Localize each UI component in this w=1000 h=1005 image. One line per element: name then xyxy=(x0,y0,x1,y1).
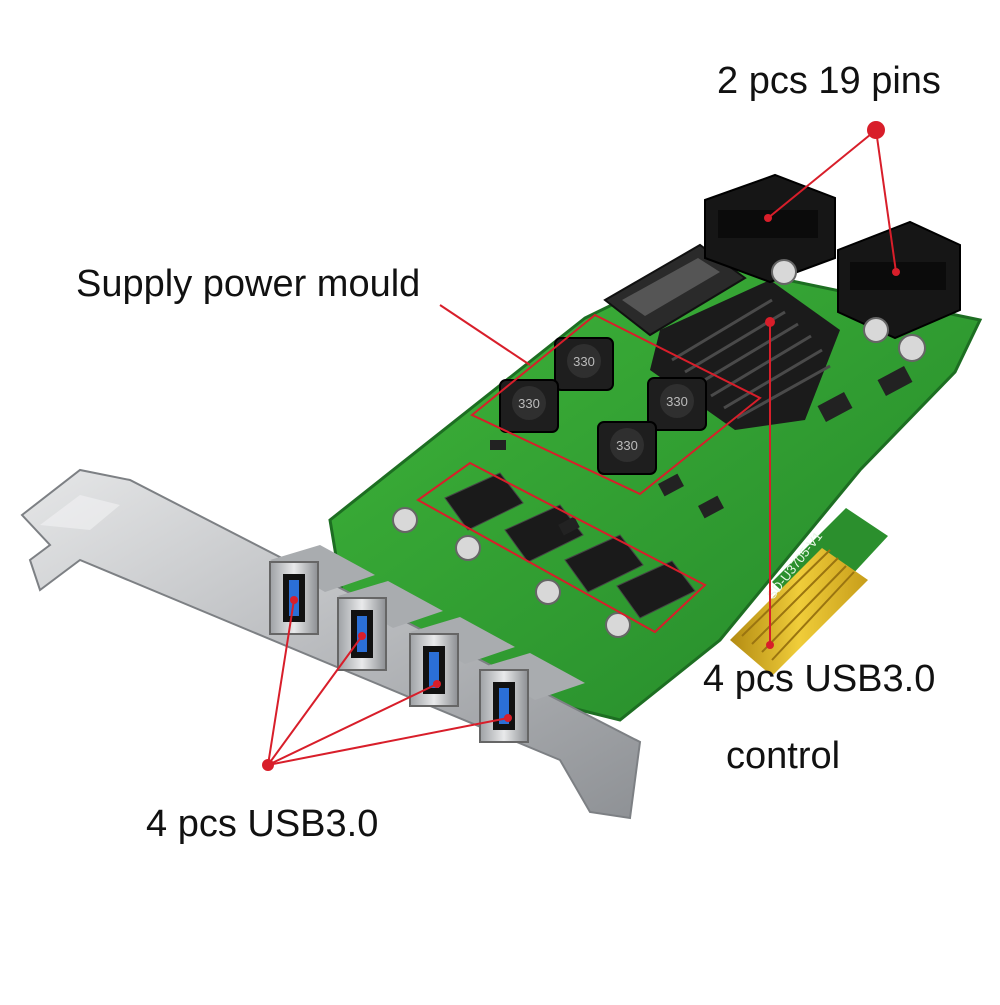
header-19pin-1 xyxy=(704,173,836,284)
power-module-label: Supply power mould xyxy=(76,263,421,305)
usb-ports xyxy=(269,545,585,743)
highlight-boxes xyxy=(416,313,762,634)
inductor-1-marking: 330 xyxy=(573,354,595,369)
pin-headers xyxy=(704,173,961,340)
controller-box xyxy=(416,461,707,634)
power-inductors: 330 330 330 330 xyxy=(499,337,707,475)
usb-control-label-line1: 4 pcs USB3.0 xyxy=(703,658,936,700)
callout-dots xyxy=(262,121,900,771)
usb-controller-chips xyxy=(444,472,696,619)
inductor-2: 330 xyxy=(499,379,559,433)
inductor-3: 330 xyxy=(647,377,707,431)
usb-port-4 xyxy=(479,653,585,743)
inductor-3-marking: 330 xyxy=(666,394,688,409)
sata-power-connector xyxy=(603,243,747,337)
pin-headers-label: 2 pcs 19 pins xyxy=(717,60,941,102)
usb-ports-label: 4 pcs USB3.0 xyxy=(146,803,379,845)
inductor-4-marking: 330 xyxy=(616,438,638,453)
header-19pin-2 xyxy=(837,220,961,340)
inductor-1: 330 xyxy=(554,337,614,391)
inductor-4: 330 xyxy=(597,421,657,475)
capacitors xyxy=(392,259,926,638)
usb-control-label-line2: control xyxy=(726,735,841,777)
power-module-box xyxy=(470,313,762,496)
usb-port-3 xyxy=(409,617,515,707)
small-components xyxy=(490,366,913,536)
inductor-2-marking: 330 xyxy=(518,396,540,411)
pci-bracket xyxy=(20,468,642,820)
callout-lines xyxy=(267,129,897,766)
